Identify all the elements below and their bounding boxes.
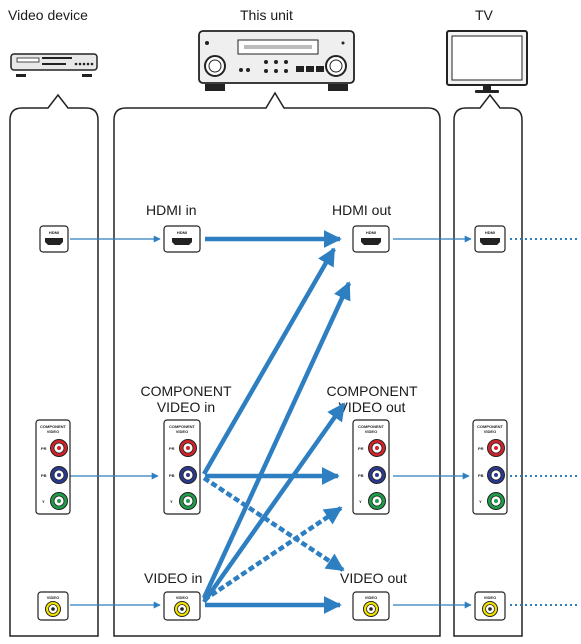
- svg-text:VIDEO: VIDEO: [365, 595, 377, 600]
- svg-text:VIDEO: VIDEO: [47, 595, 59, 600]
- svg-text:Y: Y: [170, 499, 173, 504]
- svg-text:HDMI: HDMI: [366, 230, 376, 235]
- svg-text:HDMI: HDMI: [49, 230, 59, 235]
- header-tv: TV: [475, 7, 493, 23]
- label-component-video-in: COMPONENT VIDEO in: [130, 383, 242, 415]
- svg-text:PB: PB: [41, 473, 47, 478]
- header-video-device: Video device: [8, 7, 88, 23]
- route-component-to-hdmi: [202, 247, 336, 476]
- video-jack-unit-out: VIDEO: [352, 591, 390, 621]
- label-video-out: VIDEO out: [340, 570, 407, 586]
- svg-text:PR: PR: [478, 446, 484, 451]
- this-unit-frame: [113, 91, 441, 637]
- label-component-in-line1: COMPONENT: [140, 383, 232, 399]
- svg-text:COMPONENT: COMPONENT: [169, 424, 196, 429]
- svg-text:PR: PR: [358, 446, 364, 451]
- header-this-unit: This unit: [240, 7, 293, 23]
- thin-arrows: [70, 235, 472, 609]
- svg-text:VIDEO: VIDEO: [176, 429, 188, 434]
- svg-text:VIDEO: VIDEO: [47, 429, 59, 434]
- svg-text:Y: Y: [359, 499, 362, 504]
- svg-text:PB: PB: [358, 473, 364, 478]
- svg-text:PB: PB: [478, 473, 484, 478]
- route-video-to-hdmi: [201, 281, 352, 599]
- route-video-to-component: [202, 402, 346, 604]
- svg-text:HDMI: HDMI: [177, 230, 187, 235]
- hdmi-jack-unit-in: HDMI: [163, 225, 201, 253]
- route-video-to-component-dashed: [202, 506, 343, 602]
- component-jack-video-device: COMPONENT VIDEO PR PB Y: [35, 419, 71, 515]
- video-jack-tv: VIDEO: [474, 591, 506, 621]
- video-jack-unit-in: VIDEO: [163, 591, 201, 621]
- tv-continuation-dotted: [510, 238, 580, 606]
- label-hdmi-out: HDMI out: [332, 202, 392, 218]
- label-component-out-line2: VIDEO out: [338, 399, 406, 415]
- component-jack-unit-out: COMPONENT VIDEO PR PB Y: [352, 419, 390, 515]
- dashed-arrows: [202, 476, 345, 602]
- svg-text:Y: Y: [479, 499, 482, 504]
- svg-text:PB: PB: [169, 473, 175, 478]
- svg-text:COMPONENT: COMPONENT: [477, 424, 504, 429]
- svg-text:COMPONENT: COMPONENT: [40, 424, 67, 429]
- svg-text:VIDEO: VIDEO: [484, 429, 496, 434]
- video-device-player-icon: [10, 53, 98, 77]
- svg-text:COMPONENT: COMPONENT: [358, 424, 385, 429]
- label-hdmi-in: HDMI in: [146, 202, 197, 218]
- svg-text:Y: Y: [42, 499, 45, 504]
- tv-frame: [453, 93, 523, 637]
- hdmi-jack-unit-out: HDMI: [352, 225, 390, 253]
- hdmi-jack-video-device: HDMI: [39, 225, 69, 253]
- this-unit-receiver-icon: [198, 30, 355, 91]
- hdmi-jack-tv: HDMI: [474, 225, 506, 253]
- route-component-to-video-dashed: [202, 476, 345, 572]
- label-video-in: VIDEO in: [144, 570, 203, 586]
- svg-text:HDMI: HDMI: [485, 230, 495, 235]
- tv-icon: [446, 30, 528, 93]
- label-component-out-line1: COMPONENT: [326, 383, 418, 399]
- svg-text:VIDEO: VIDEO: [176, 595, 188, 600]
- svg-text:PR: PR: [41, 446, 47, 451]
- svg-text:VIDEO: VIDEO: [365, 429, 377, 434]
- thick-arrows: [201, 230, 352, 614]
- video-jack-video-device: VIDEO: [37, 591, 69, 621]
- svg-text:VIDEO: VIDEO: [484, 595, 496, 600]
- component-jack-tv: COMPONENT VIDEO PR PB Y: [472, 419, 508, 515]
- video-device-frame: [9, 93, 99, 637]
- label-component-video-out: COMPONENT VIDEO out: [316, 383, 428, 415]
- label-component-in-line2: VIDEO in: [156, 399, 216, 415]
- component-jack-unit-in: COMPONENT VIDEO PR PB Y: [163, 419, 201, 515]
- svg-text:PR: PR: [169, 446, 175, 451]
